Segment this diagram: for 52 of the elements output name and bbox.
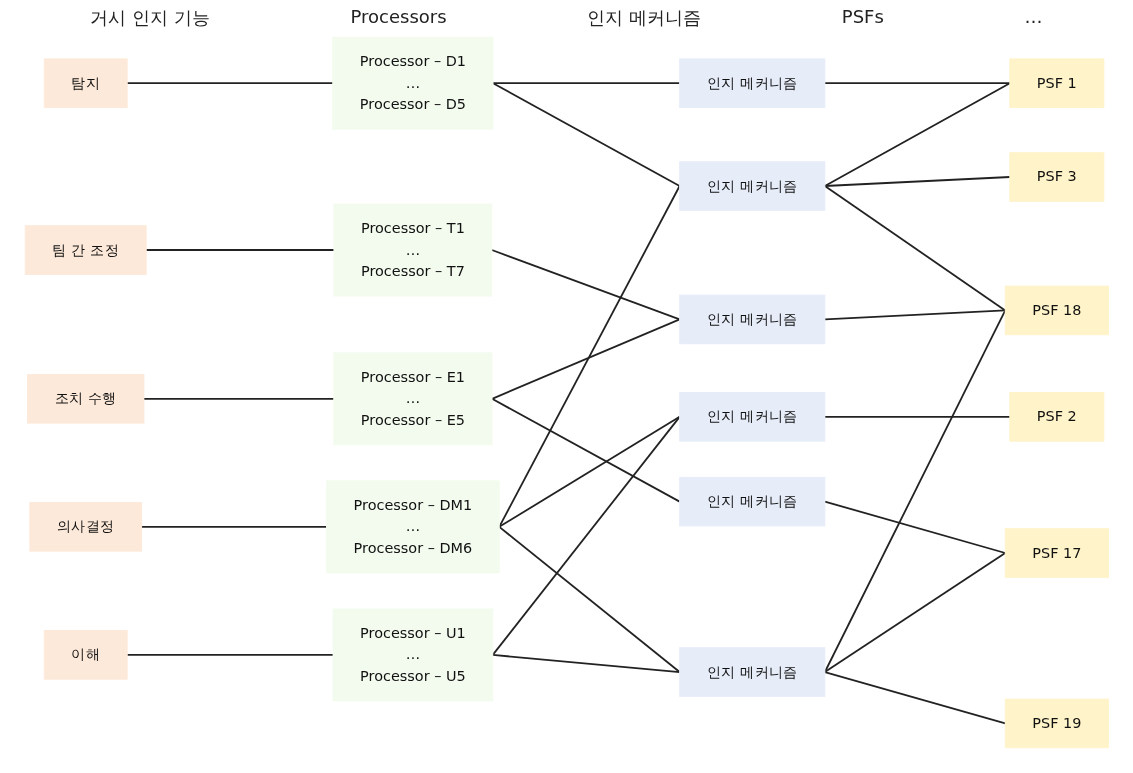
node-box: 이해 — [43, 630, 128, 680]
node-box: 탐지 — [43, 58, 128, 108]
connector — [823, 552, 1006, 673]
node-box: Processor – U1 … Processor – U5 — [332, 608, 493, 702]
connector — [491, 82, 681, 187]
connector — [491, 415, 681, 656]
node-box: 인지 메커니즘 — [678, 392, 825, 442]
connector — [823, 415, 1011, 418]
node-box: Processor – DM1 … Processor – DM6 — [325, 480, 500, 574]
connector — [490, 318, 681, 400]
connector — [823, 185, 1006, 312]
node-box: PSF 1 — [1009, 58, 1104, 108]
connector — [823, 309, 1006, 673]
column-heading: 인지 메커니즘 — [587, 6, 702, 30]
node-box: 팀 간 조정 — [24, 225, 147, 275]
connector — [823, 82, 1011, 85]
connector — [823, 82, 1011, 187]
connector — [498, 525, 681, 673]
connector — [823, 671, 1006, 725]
connector — [491, 82, 681, 85]
node-box: PSF 2 — [1009, 392, 1104, 442]
node-box: 인지 메커니즘 — [678, 294, 825, 345]
connector — [823, 500, 1006, 554]
connector — [498, 415, 681, 528]
node-box: 인지 메커니즘 — [678, 161, 825, 211]
connector — [491, 654, 681, 673]
connector — [140, 525, 328, 528]
connector — [142, 397, 335, 400]
node-box: PSF 3 — [1009, 152, 1104, 202]
node-box: Processor – T1 … Processor – T7 — [333, 203, 492, 297]
column-heading: Processors — [350, 6, 447, 29]
node-box: 의사결정 — [29, 502, 142, 552]
node-box: 인지 메커니즘 — [678, 58, 825, 108]
connector — [498, 185, 681, 528]
node-box: 조치 수행 — [26, 374, 145, 424]
node-box: PSF 19 — [1004, 698, 1109, 749]
node-box: PSF 17 — [1004, 528, 1109, 578]
node-box: 인지 메커니즘 — [678, 647, 825, 697]
node-box: Processor – E1 … Processor – E5 — [333, 352, 493, 446]
connector — [823, 309, 1006, 321]
column-heading: PSFs — [841, 6, 884, 29]
connector — [125, 82, 334, 85]
connector — [490, 249, 681, 321]
connector — [490, 397, 681, 503]
column-heading: … — [1024, 6, 1043, 29]
connector — [125, 654, 334, 656]
connector — [823, 176, 1011, 187]
column-heading: 거시 인지 기능 — [90, 6, 210, 30]
node-box: 인지 메커니즘 — [678, 476, 825, 527]
node-box: Processor – D1 … Processor – D5 — [332, 36, 494, 130]
node-box: PSF 18 — [1004, 285, 1109, 336]
connector — [145, 249, 335, 251]
